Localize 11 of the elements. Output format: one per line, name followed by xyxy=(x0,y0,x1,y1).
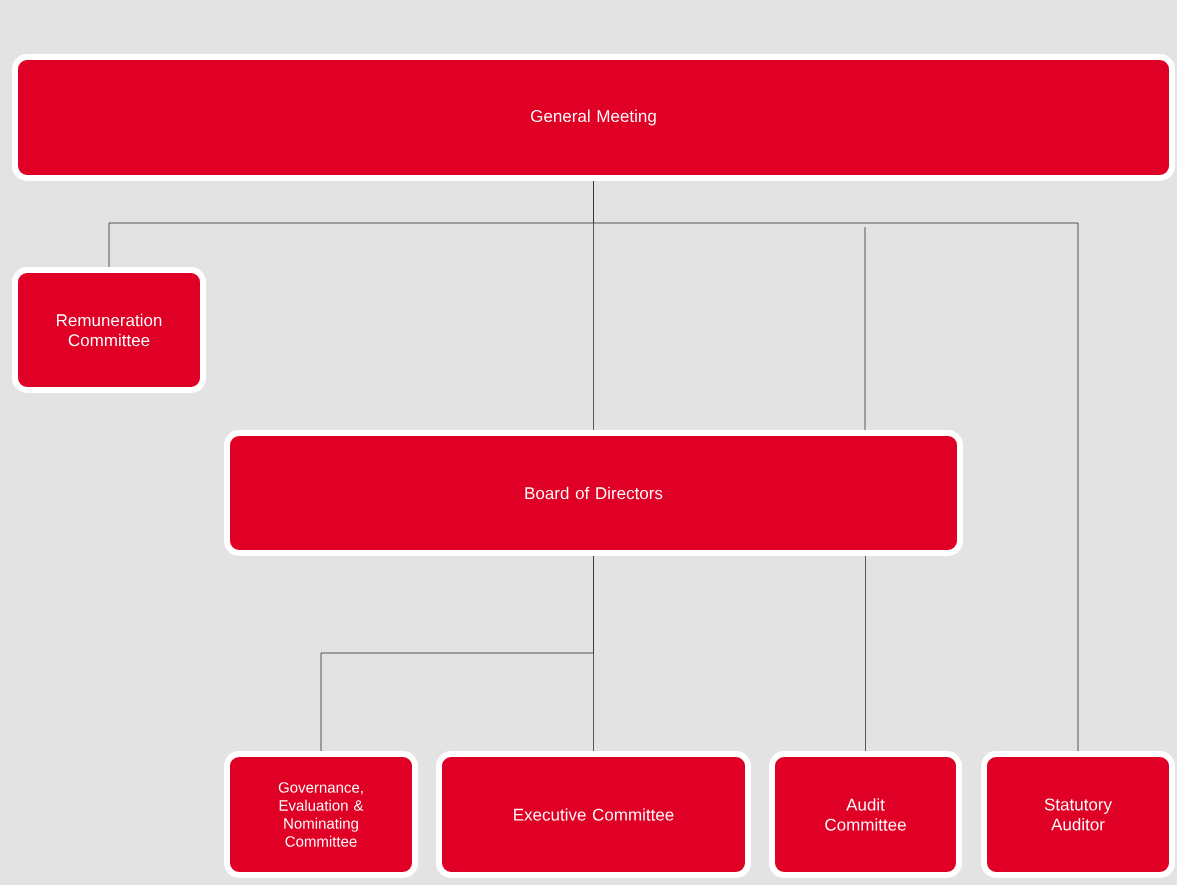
connector-line xyxy=(864,226,866,431)
committee-box: Audit Committee xyxy=(769,751,962,878)
connector-line xyxy=(593,180,1079,752)
committee-box: General Meeting xyxy=(12,54,1175,181)
committee-box: Statutory Auditor xyxy=(981,751,1175,878)
connector-line xyxy=(593,555,594,752)
committee-box: Governance, Evaluation & Nominating Committee xyxy=(224,751,418,878)
connector-line xyxy=(865,555,866,752)
committee-box: Board of Directors xyxy=(224,430,963,556)
committee-box: Remuneration Committee xyxy=(12,267,206,393)
committee-box: Executive Committee xyxy=(436,751,751,878)
